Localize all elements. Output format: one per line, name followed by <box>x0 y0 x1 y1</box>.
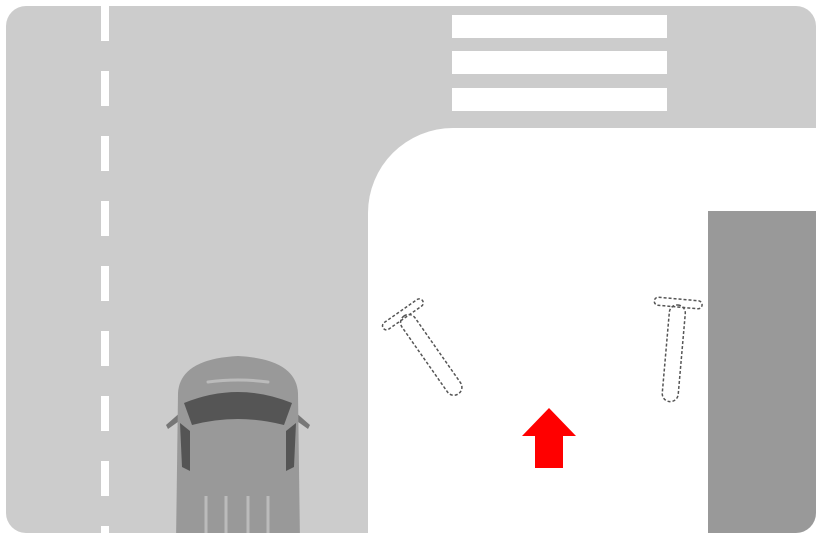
crosswalk <box>452 15 667 111</box>
crosswalk-stripe <box>452 15 667 38</box>
car-left-window <box>180 423 190 471</box>
scene-card <box>6 6 816 533</box>
building-wall <box>708 211 816 533</box>
crosswalk-stripe <box>452 51 667 74</box>
car-hood-line <box>206 378 270 384</box>
pedestrian-ghost-icon <box>653 296 703 403</box>
car-windshield <box>184 392 292 425</box>
car-roof-rails <box>204 496 270 533</box>
car-top-view <box>166 356 310 533</box>
car-right-window <box>286 423 296 471</box>
sidewalk-corner <box>368 128 816 533</box>
crosswalk-stripe <box>452 88 667 111</box>
direction-arrow-icon <box>522 408 576 468</box>
car-body <box>176 356 300 533</box>
